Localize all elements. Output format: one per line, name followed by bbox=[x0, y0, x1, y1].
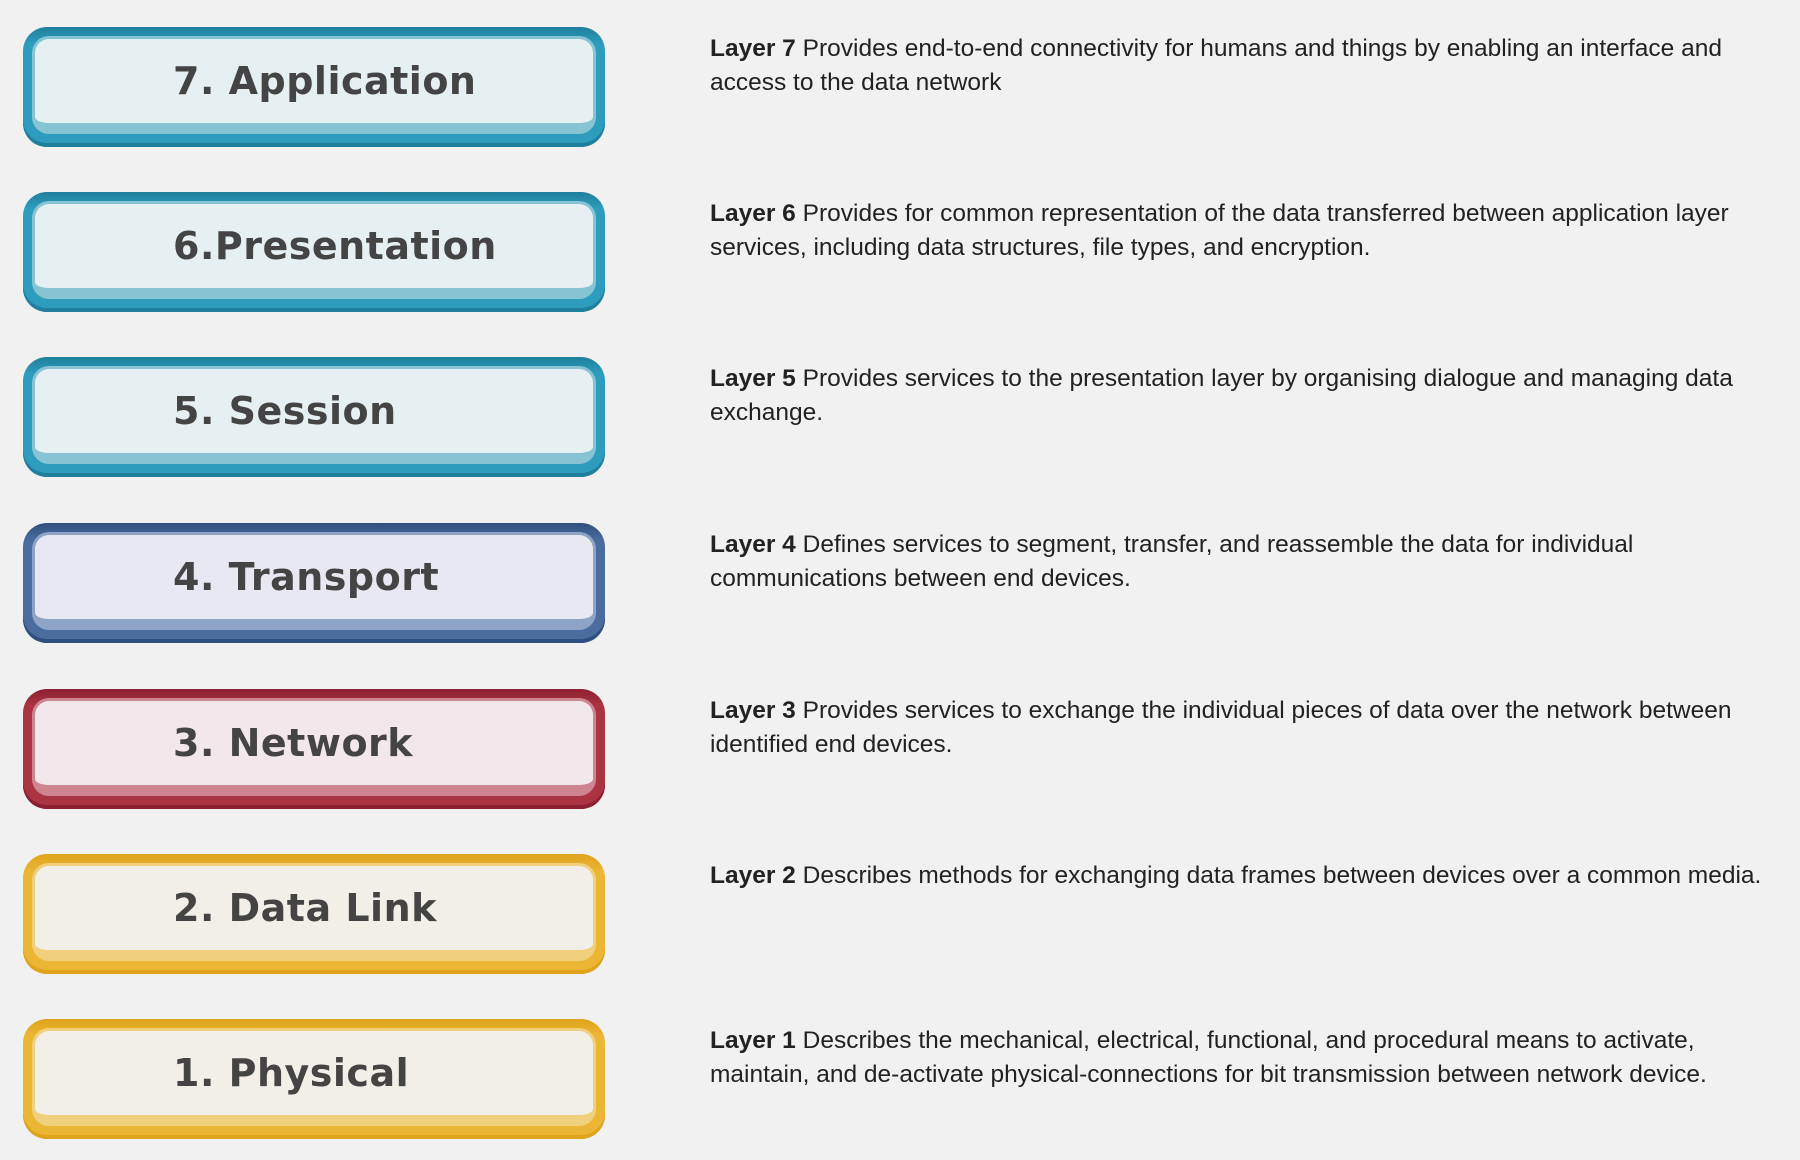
layer-row: 1. Physical Layer 1 Describes the mechan… bbox=[0, 1019, 1800, 1159]
layer-tag: Layer 5 bbox=[710, 365, 796, 392]
layer-box: 3. Network bbox=[23, 689, 605, 809]
layer-box-inner: 2. Data Link bbox=[35, 866, 593, 958]
layer-tag: Layer 3 bbox=[710, 697, 796, 724]
layer-description: Layer 4 Defines services to segment, tra… bbox=[710, 528, 1790, 596]
layer-label: 6.Presentation bbox=[173, 224, 497, 268]
layer-box: 6.Presentation bbox=[23, 192, 605, 312]
layer-text: Describes methods for exchanging data fr… bbox=[802, 862, 1762, 889]
layer-description: Layer 6 Provides for common representati… bbox=[710, 197, 1790, 265]
layer-description: Layer 5 Provides services to the present… bbox=[710, 362, 1790, 430]
layer-description: Layer 1 Describes the mechanical, electr… bbox=[710, 1024, 1790, 1092]
layer-box-inner: 6.Presentation bbox=[35, 204, 593, 296]
layer-label: 1. Physical bbox=[173, 1051, 410, 1095]
layer-text: Describes the mechanical, electrical, fu… bbox=[710, 1027, 1707, 1088]
layer-box: 2. Data Link bbox=[23, 854, 605, 974]
layer-text: Provides for common representation of th… bbox=[710, 200, 1729, 261]
layer-label: 7. Application bbox=[173, 59, 477, 103]
layer-row: 3. Network Layer 3 Provides services to … bbox=[0, 689, 1800, 829]
layer-box-inner: 3. Network bbox=[35, 701, 593, 793]
layer-row: 2. Data Link Layer 2 Describes methods f… bbox=[0, 854, 1800, 994]
layer-text: Defines services to segment, transfer, a… bbox=[710, 531, 1634, 592]
layer-box-inner: 7. Application bbox=[35, 39, 593, 131]
layer-row: 4. Transport Layer 4 Defines services to… bbox=[0, 523, 1800, 663]
layer-box-inner: 5. Session bbox=[35, 369, 593, 461]
layer-text: Provides services to the presentation la… bbox=[710, 365, 1733, 426]
layer-tag: Layer 7 bbox=[710, 35, 796, 62]
layer-box: 7. Application bbox=[23, 27, 605, 147]
layer-row: 5. Session Layer 5 Provides services to … bbox=[0, 357, 1800, 497]
layer-tag: Layer 2 bbox=[710, 862, 796, 889]
layer-box: 5. Session bbox=[23, 357, 605, 477]
layer-tag: Layer 1 bbox=[710, 1027, 796, 1054]
layer-text: Provides services to exchange the indivi… bbox=[710, 697, 1732, 758]
layer-label: 5. Session bbox=[173, 389, 397, 433]
layer-label: 3. Network bbox=[173, 721, 414, 765]
layer-description: Layer 3 Provides services to exchange th… bbox=[710, 694, 1790, 762]
layer-label: 2. Data Link bbox=[173, 886, 437, 930]
layer-box: 1. Physical bbox=[23, 1019, 605, 1139]
layer-description: Layer 2 Describes methods for exchanging… bbox=[710, 859, 1790, 893]
layer-box-inner: 4. Transport bbox=[35, 535, 593, 627]
layer-label: 4. Transport bbox=[173, 555, 440, 599]
layer-tag: Layer 6 bbox=[710, 200, 796, 227]
layer-row: 7. Application Layer 7 Provides end-to-e… bbox=[0, 27, 1800, 167]
layer-tag: Layer 4 bbox=[710, 531, 796, 558]
layer-box: 4. Transport bbox=[23, 523, 605, 643]
layer-row: 6.Presentation Layer 6 Provides for comm… bbox=[0, 192, 1800, 332]
layer-description: Layer 7 Provides end-to-end connectivity… bbox=[710, 32, 1790, 100]
layer-text: Provides end-to-end connectivity for hum… bbox=[710, 35, 1722, 96]
layer-box-inner: 1. Physical bbox=[35, 1031, 593, 1123]
